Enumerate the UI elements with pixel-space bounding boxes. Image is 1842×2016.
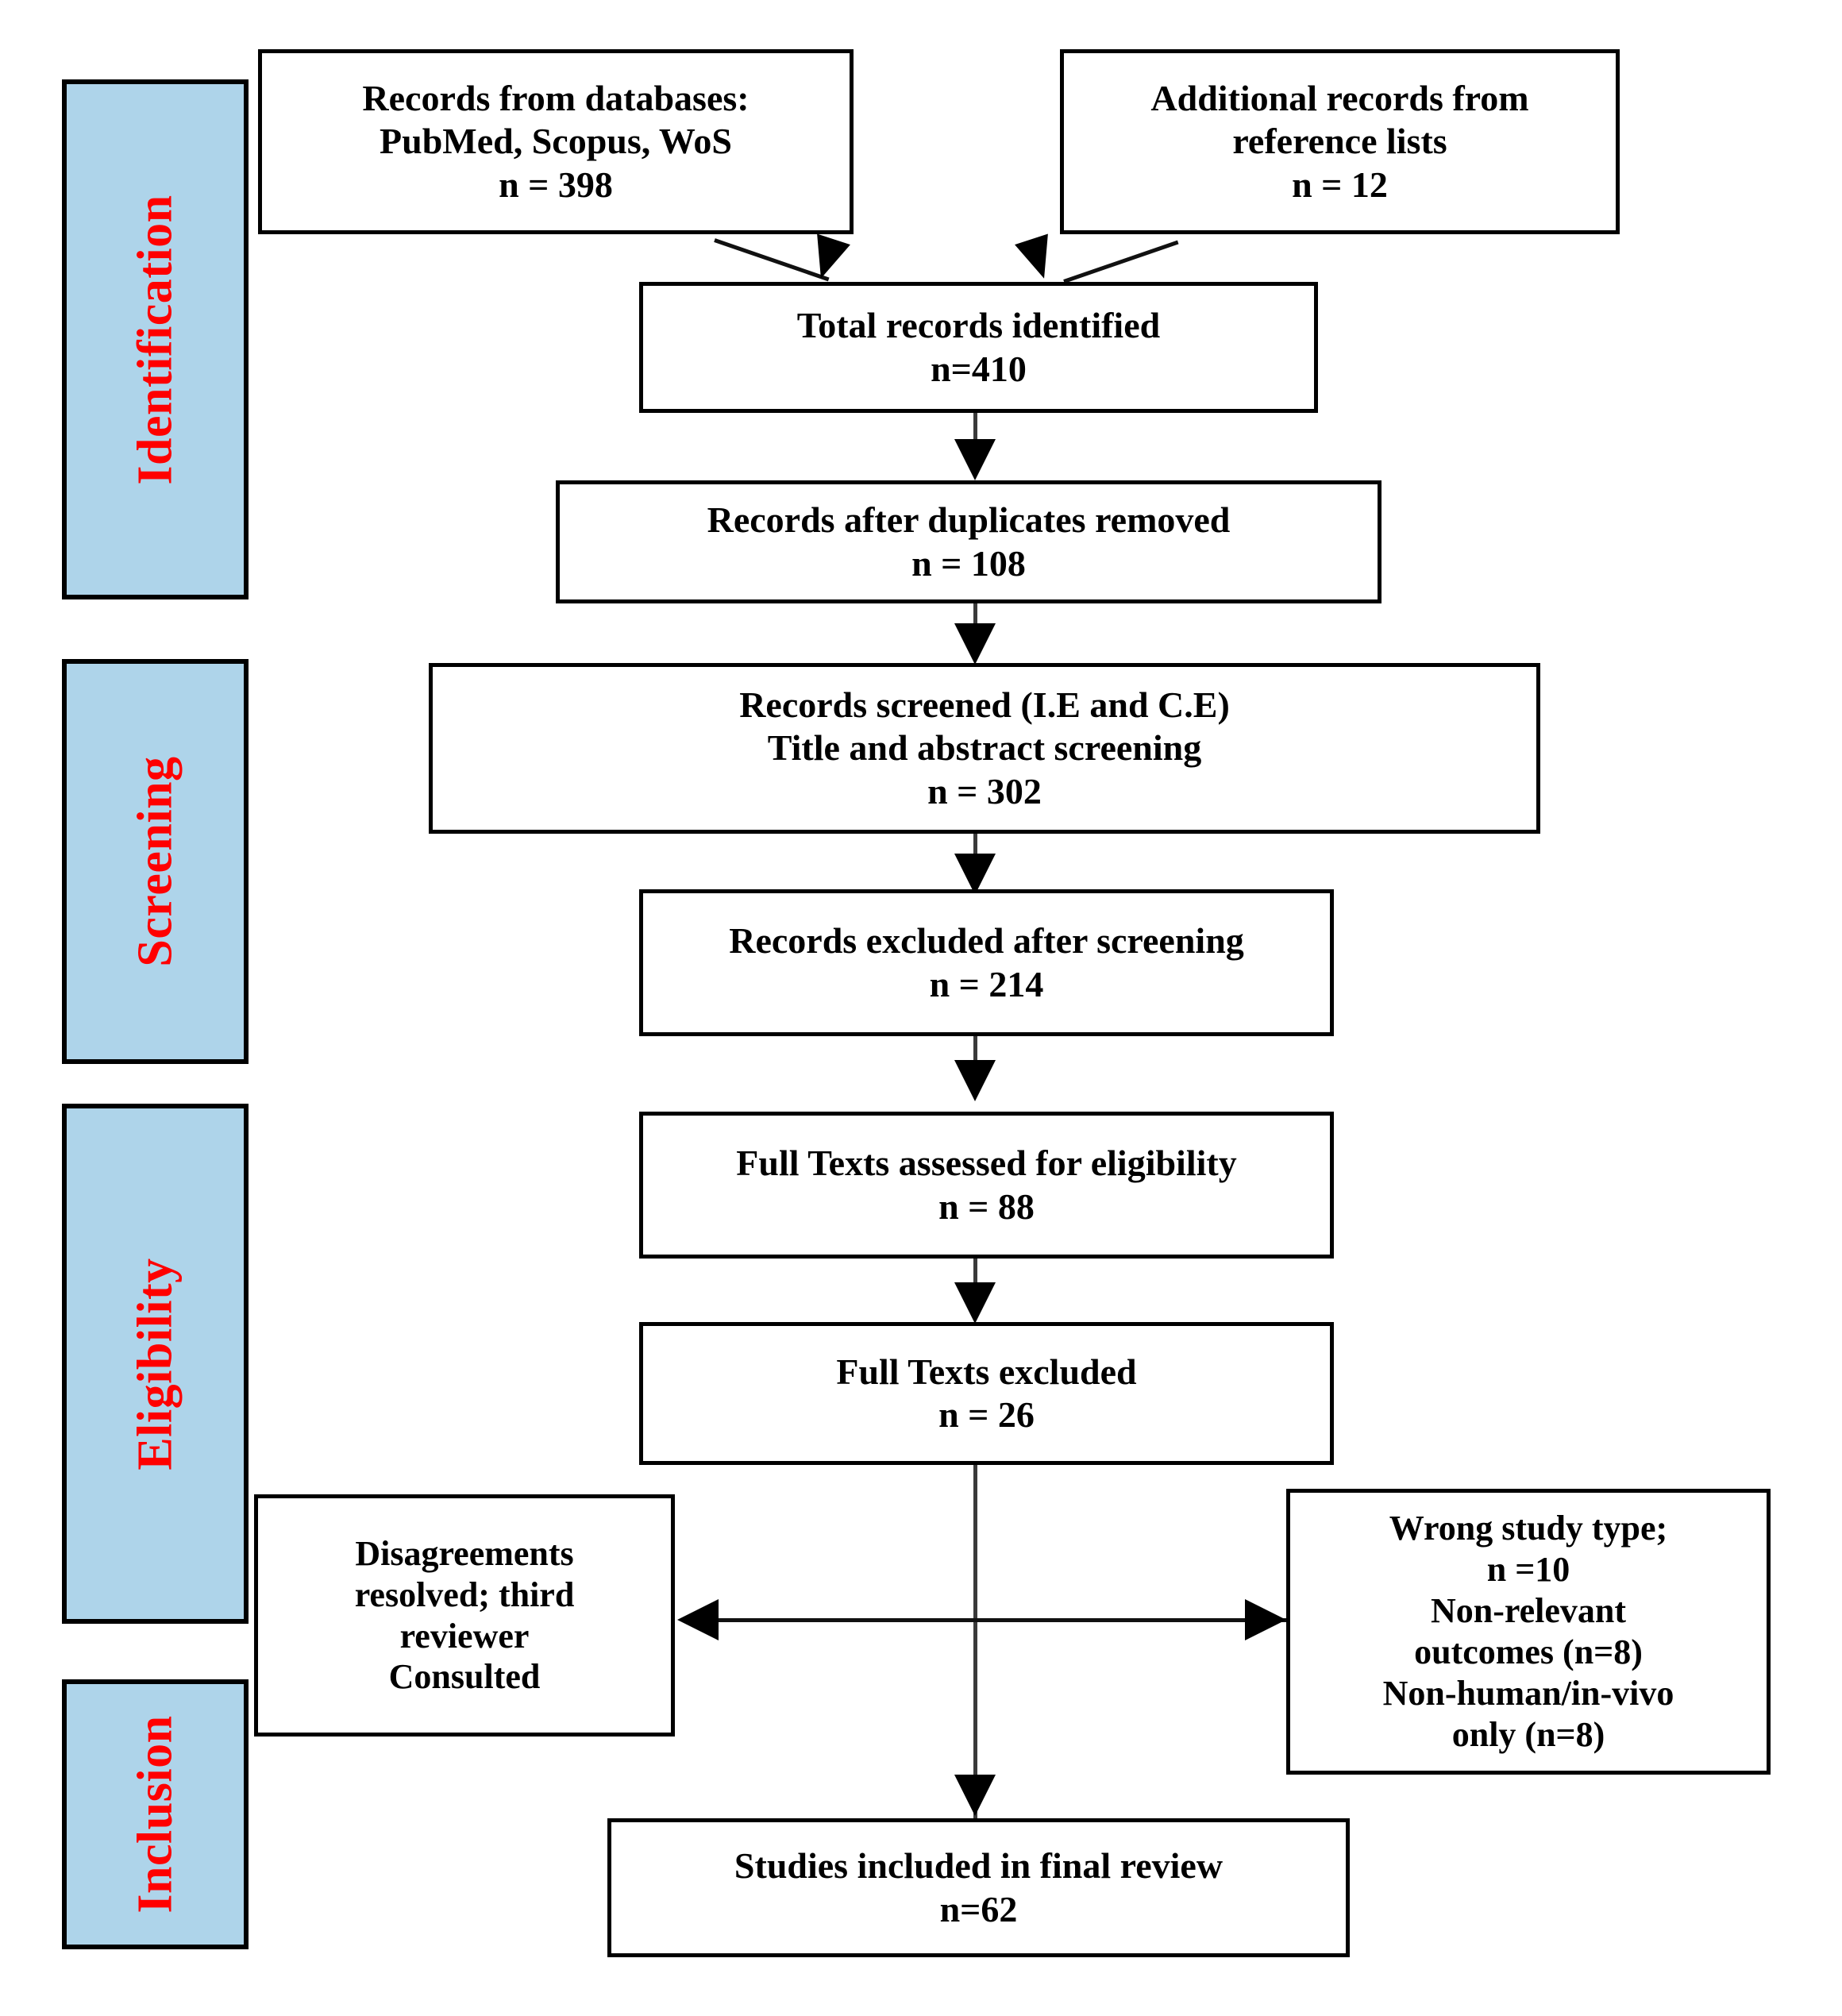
connector-assessed-to-excluded-full xyxy=(973,1259,977,1302)
records-excluded-line-1: Records excluded after screening xyxy=(729,920,1244,962)
box-exclusion-reasons: Wrong study type; n =10 Non-relevant out… xyxy=(1286,1489,1771,1775)
disagreements-line-2: resolved; third xyxy=(354,1575,575,1614)
connector-total-to-duplicates xyxy=(973,413,977,453)
arrow-additional-to-total-head xyxy=(1015,233,1061,284)
fulltext-assessed-line-1: Full Texts assessed for eligibility xyxy=(736,1143,1237,1184)
duplicates-count: n = 108 xyxy=(911,542,1026,584)
arrow-additional-to-total-line xyxy=(1063,240,1179,283)
arrow-excluded-to-fulltext xyxy=(954,1060,996,1101)
connector-excluded-to-fulltext xyxy=(973,1036,977,1076)
phase-inclusion: Inclusion xyxy=(62,1679,249,1949)
included-final-line-1: Studies included in final review xyxy=(734,1845,1224,1887)
arrow-total-to-duplicates xyxy=(954,439,996,480)
screened-line-2: Title and abstract screening xyxy=(767,727,1202,769)
additional-line-1: Additional records from xyxy=(1150,78,1529,119)
phase-inclusion-label: Inclusion xyxy=(128,1715,183,1914)
arrow-screened-to-excluded xyxy=(954,854,996,895)
box-records-excluded: Records excluded after screening n = 214 xyxy=(639,889,1334,1036)
included-final-count: n=62 xyxy=(939,1888,1018,1929)
additional-count: n = 12 xyxy=(1292,164,1388,205)
box-fulltexts-excluded: Full Texts excluded n = 26 xyxy=(639,1322,1334,1465)
fulltext-excluded-count: n = 26 xyxy=(938,1394,1035,1435)
box-disagreements-resolved: Disagreements resolved; third reviewer C… xyxy=(254,1494,675,1737)
exclusion-reason-line-4: outcomes (n=8) xyxy=(1414,1632,1643,1671)
exclusion-reason-line-1: Wrong study type; xyxy=(1389,1509,1668,1548)
phase-eligibility-label: Eligibility xyxy=(128,1257,183,1471)
databases-line-2: PubMed, Scopus, WoS xyxy=(380,121,732,162)
total-identified-line-1: Total records identified xyxy=(796,305,1161,346)
arrow-duplicates-to-screened xyxy=(954,623,996,665)
screened-count: n = 302 xyxy=(927,770,1042,811)
arrow-left-to-disagreements xyxy=(677,1599,719,1640)
phase-eligibility: Eligibility xyxy=(62,1104,249,1624)
arrow-databases-to-total-head xyxy=(804,233,850,284)
phase-identification-label: Identification xyxy=(128,194,183,485)
phase-identification: Identification xyxy=(62,79,249,599)
duplicates-line-1: Records after duplicates removed xyxy=(707,499,1231,541)
arrow-to-included-final xyxy=(954,1775,996,1816)
disagreements-line-3: reviewer xyxy=(399,1616,530,1656)
screened-line-1: Records screened (I.E and C.E) xyxy=(739,684,1230,726)
records-excluded-count: n = 214 xyxy=(929,963,1044,1004)
arrow-right-to-exclusion-reasons xyxy=(1245,1599,1286,1640)
additional-line-2: reference lists xyxy=(1232,121,1447,162)
disagreements-line-4: Consulted xyxy=(388,1657,541,1697)
disagreements-line-1: Disagreements xyxy=(355,1533,574,1573)
databases-line-1: Records from databases: xyxy=(362,78,750,119)
connector-horizontal-bidirectional xyxy=(719,1618,1286,1622)
box-fulltexts-assessed: Full Texts assessed for eligibility n = … xyxy=(639,1112,1334,1259)
box-records-screened: Records screened (I.E and C.E) Title and… xyxy=(429,663,1540,834)
box-studies-included-final: Studies included in final review n=62 xyxy=(607,1818,1350,1957)
connector-excluded-to-included-upper xyxy=(973,1465,977,1822)
fulltext-excluded-line-1: Full Texts excluded xyxy=(836,1351,1137,1392)
databases-count: n = 398 xyxy=(499,164,613,205)
phase-screening: Screening xyxy=(62,659,249,1064)
box-additional-records: Additional records from reference lists … xyxy=(1060,49,1620,234)
box-records-from-databases: Records from databases: PubMed, Scopus, … xyxy=(258,49,854,234)
exclusion-reason-line-3: Non-relevant xyxy=(1430,1591,1627,1631)
total-identified-count: n=410 xyxy=(931,348,1027,389)
box-total-records-identified: Total records identified n=410 xyxy=(639,282,1318,413)
exclusion-reason-line-6: only (n=8) xyxy=(1451,1714,1605,1754)
phase-screening-label: Screening xyxy=(128,756,183,967)
arrow-assessed-to-excluded-full xyxy=(954,1282,996,1324)
exclusion-reason-line-2: n =10 xyxy=(1486,1550,1570,1590)
fulltext-assessed-count: n = 88 xyxy=(938,1185,1035,1227)
box-records-after-duplicates: Records after duplicates removed n = 108 xyxy=(556,480,1382,603)
exclusion-reason-line-5: Non-human/in-vivo xyxy=(1382,1673,1674,1713)
